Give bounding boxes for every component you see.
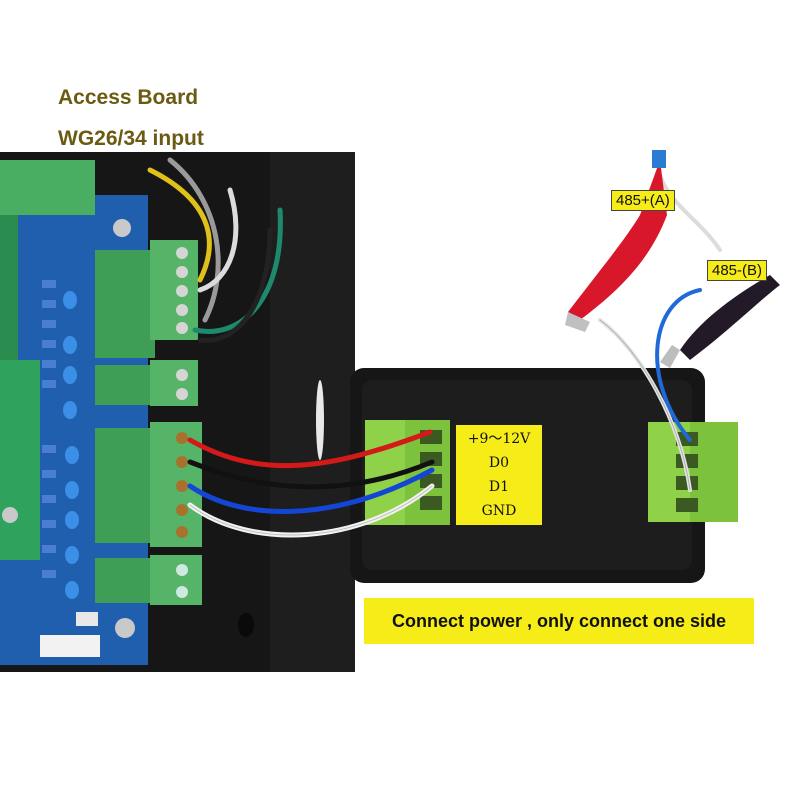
rs485-converter-module <box>350 368 738 583</box>
power-data-wires <box>187 429 435 538</box>
wiegand-input-caption: WG26/34 input <box>58 127 204 150</box>
pin-label-d0: D0 <box>488 455 510 471</box>
connect-power-note: Connect power , only connect one side <box>364 598 754 644</box>
rs485-clip-wires <box>598 173 722 492</box>
pin-label-box: +9～12V D0 D1 GND <box>456 425 542 525</box>
access-board-caption: Access Board <box>58 86 199 109</box>
pin-label-d1: D1 <box>488 479 510 495</box>
rs485-b-label: 485-(B) <box>707 260 768 281</box>
rs485-a-label: 485+(A) <box>611 190 675 211</box>
pin-label-gnd: GND <box>481 503 517 519</box>
pin-label-power: +9～12V <box>467 431 531 447</box>
black-alligator-clip <box>660 275 780 368</box>
board-top-wires <box>147 157 283 343</box>
red-alligator-clip <box>565 150 667 332</box>
